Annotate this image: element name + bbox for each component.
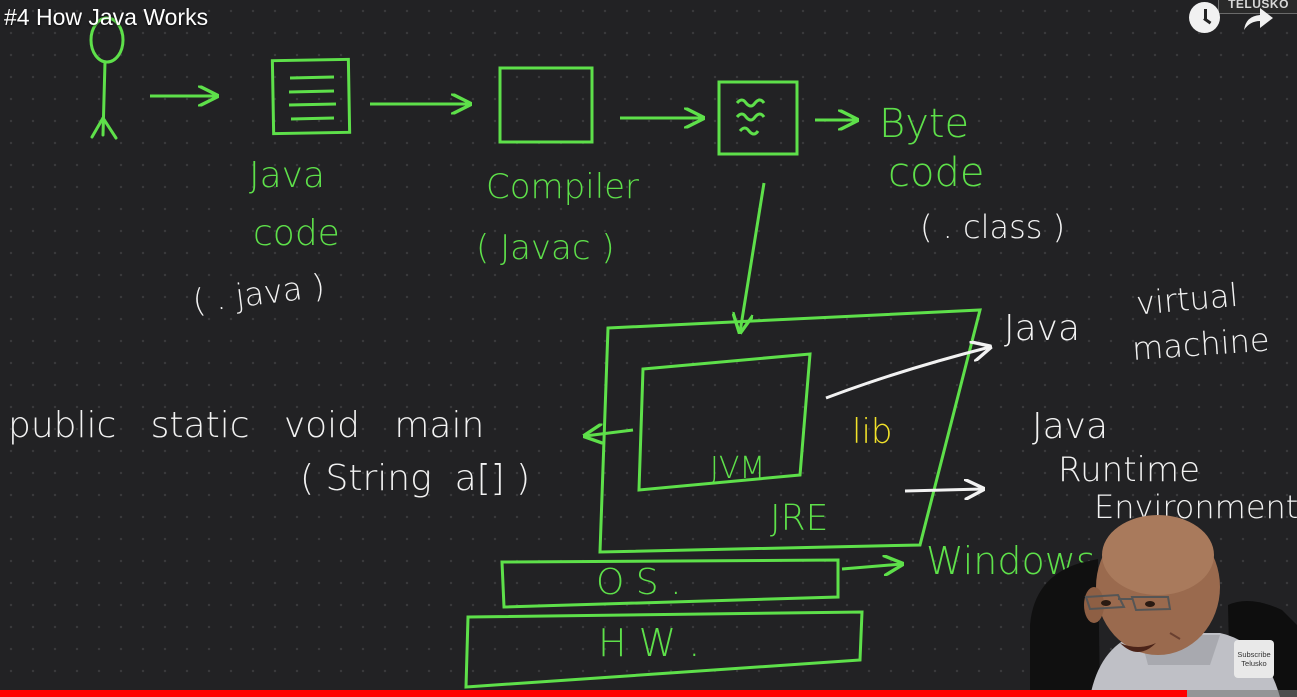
class-extension-label: ( . class ) xyxy=(920,208,1065,246)
java-virtual-machine-label-java: Java xyxy=(1004,308,1080,349)
arrow-jvm-to-main xyxy=(585,430,634,436)
java-extension-label: ( . java ) xyxy=(191,266,327,320)
hw-box xyxy=(464,610,864,689)
java-code-label-line2: code xyxy=(253,213,340,254)
javac-label: ( Javac ) xyxy=(476,228,615,268)
java-runtime-environment-label-runtime: Runtime xyxy=(1058,450,1200,490)
compiler-label: Compiler xyxy=(486,167,639,207)
channel-logo: TELUSKO xyxy=(1218,0,1297,14)
jvm-label: JVM xyxy=(710,451,765,486)
java-virtual-machine-label-virtual: virtual xyxy=(1134,276,1239,323)
subscribe-label: Subscribe xyxy=(1237,650,1271,659)
code-label: code xyxy=(888,150,984,196)
main-method-args: ( String a[] ) xyxy=(300,458,530,499)
bytecode-file-icon xyxy=(717,80,799,156)
jre-box xyxy=(598,308,982,554)
java-virtual-machine-label-machine: machine xyxy=(1131,320,1271,368)
video-title: #4 How Java Works xyxy=(4,4,209,30)
arrow-bytecode-to-jvm xyxy=(740,182,766,332)
subscribe-channel-label: Telusko xyxy=(1241,659,1267,668)
main-method-signature: public static void main xyxy=(8,405,484,446)
subscribe-watermark-button[interactable]: Subscribe Telusko xyxy=(1234,640,1274,678)
os-label: O S . xyxy=(596,562,682,603)
arrow-os-to-windows xyxy=(841,564,902,569)
hw-label: H W . xyxy=(598,621,700,665)
jvm-box xyxy=(637,352,812,492)
jre-label: JRE xyxy=(770,498,828,539)
arrow-to-java-runtime-environment xyxy=(904,489,983,491)
arrow-to-java-virtual-machine xyxy=(825,347,990,400)
byte-label: Byte xyxy=(879,101,969,147)
video-progress-bar[interactable] xyxy=(0,690,1297,697)
os-box xyxy=(500,558,840,609)
java-runtime-environment-label-environment: Environment xyxy=(1094,488,1297,526)
java-file-icon xyxy=(270,57,352,136)
share-arrow-icon[interactable] xyxy=(1240,2,1276,34)
compiler-box xyxy=(498,66,594,144)
lib-label: lib xyxy=(852,412,892,452)
clock-icon[interactable] xyxy=(1189,2,1220,33)
video-progress-fill xyxy=(0,690,1187,697)
developer-stick-figure-icon xyxy=(89,16,125,140)
java-runtime-environment-label-java: Java xyxy=(1032,406,1108,447)
java-code-label-line1: Java xyxy=(249,155,325,196)
